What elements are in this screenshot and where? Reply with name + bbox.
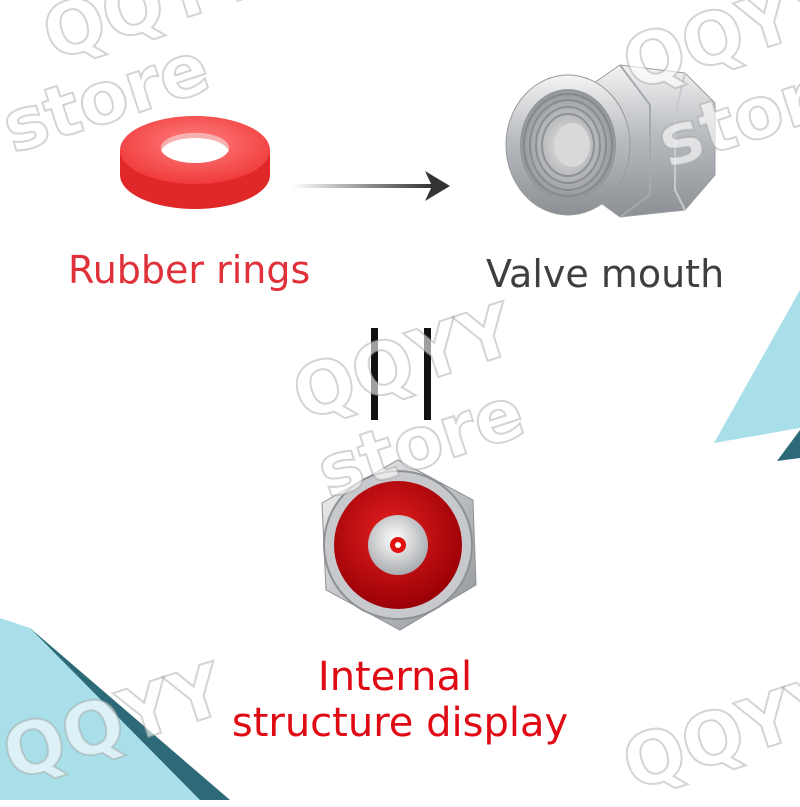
arrow-right-icon [292, 171, 450, 201]
rubber-ring-icon [120, 116, 270, 209]
triangle-right-dark [777, 430, 800, 461]
internal-structure-label-line1: Internal [317, 654, 473, 700]
internal-fitting-icon [321, 459, 477, 631]
triangle-bottom-left-light [0, 618, 200, 800]
equals-sign-icon [371, 328, 431, 420]
valve-mouth-label: Valve mouth [486, 252, 725, 296]
triangle-right-light [714, 290, 800, 443]
valve-fitting-icon [505, 64, 716, 218]
internal-structure-label-line2: structure display [231, 700, 569, 746]
rubber-rings-label: Rubber rings [68, 248, 311, 292]
